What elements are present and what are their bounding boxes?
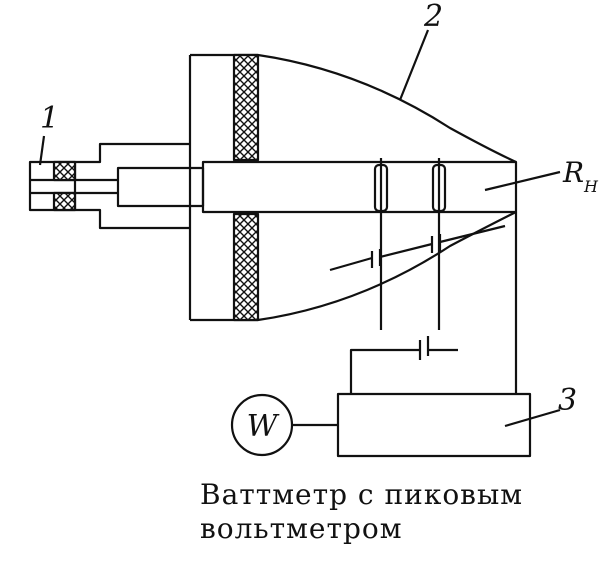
dielectric-window-top	[232, 53, 260, 162]
leader-2	[398, 29, 430, 101]
label-voltmeter: 3	[558, 383, 577, 418]
leader-3	[504, 408, 561, 428]
coax-connector	[28, 142, 205, 230]
caption-line-1: Ваттметр с пиковым	[200, 478, 524, 511]
leader-1	[38, 135, 46, 166]
horn-flange	[188, 53, 260, 322]
connector-insulator-top	[52, 160, 77, 182]
label-horn: 2	[423, 0, 443, 34]
label-connector: 1	[40, 101, 59, 136]
bias-capacitor	[349, 336, 458, 394]
label-load-resistor-subscript: Н	[583, 177, 599, 196]
leader-rh	[484, 170, 561, 192]
label-load-resistor: R	[562, 156, 584, 189]
coupling-capacitors	[329, 224, 506, 272]
caption-line-2: вольтметром	[200, 512, 403, 545]
horn-taper-top	[257, 53, 517, 163]
label-wattmeter: W	[247, 409, 280, 444]
peak-voltmeter-block	[336, 392, 532, 458]
figure-caption: Ваттметр с пиковым вольтметром	[200, 478, 600, 546]
horn-taper-bottom	[257, 211, 517, 322]
dielectric-window-bottom	[232, 212, 260, 322]
connector-insulator-bottom	[52, 191, 77, 212]
transmission-line	[201, 160, 518, 214]
